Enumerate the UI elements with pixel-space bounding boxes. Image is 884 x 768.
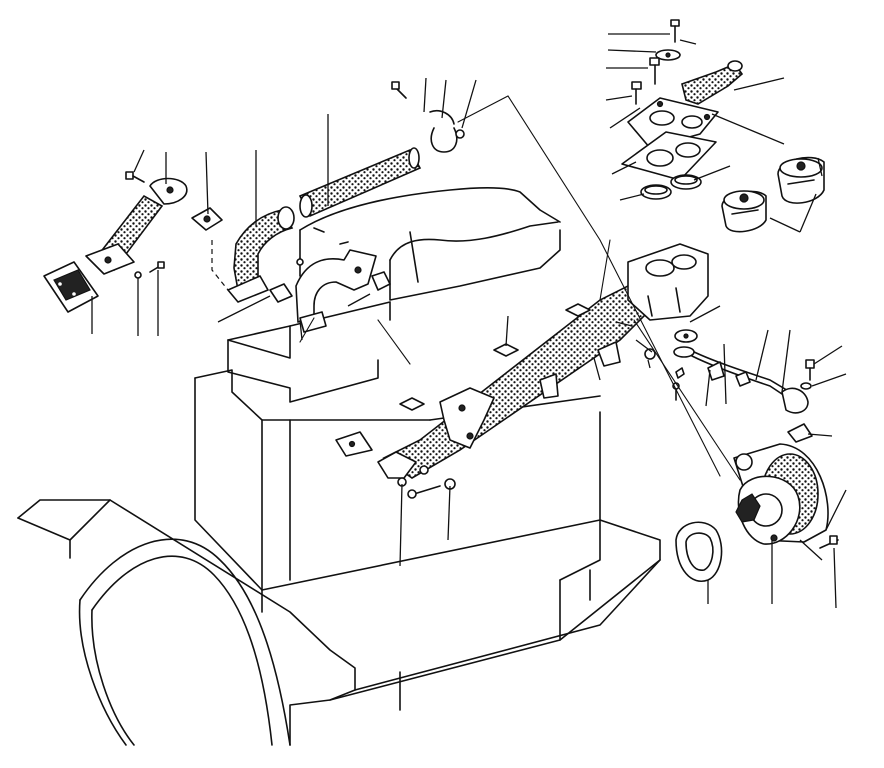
bypass-pipe: [85, 177, 188, 275]
manifold-gasket-2: [493, 343, 519, 357]
bypass-bolt-top: [125, 171, 145, 183]
water-pump: [733, 443, 829, 545]
leader-lines: [91, 33, 847, 609]
radiator-hose: [298, 147, 422, 218]
gasket-right-small: [787, 423, 813, 443]
thermostat-housing: [627, 97, 719, 149]
washer-top: [655, 49, 681, 61]
seal-ring-left: [640, 184, 672, 200]
water-outlet-fitting: [295, 249, 391, 333]
bolt-left: [631, 81, 642, 105]
outlet-elbow: [681, 60, 744, 105]
washer-ring-1: [674, 329, 698, 343]
bypass-tube-right: [689, 349, 809, 414]
seal-ring-right: [670, 174, 702, 190]
bolt-mid: [649, 57, 660, 85]
housing-gasket: [621, 131, 717, 181]
bypass-gasket: [43, 261, 99, 313]
bolt-top: [670, 19, 680, 43]
elbow-flange-gasket: [191, 207, 223, 231]
washer-ring-2: [673, 346, 695, 358]
thermostat-housing-assembly: [621, 19, 825, 233]
small-bolt-top: [391, 81, 407, 99]
pump-bolt: [819, 535, 839, 549]
thermostat-right: [777, 156, 825, 204]
manifold-gasket-3: [565, 303, 591, 317]
manifold-gasket-1: [399, 397, 425, 411]
stud-pair: [296, 227, 349, 277]
bypass-bolts-bottom: [134, 261, 165, 279]
assembly-lines: [299, 95, 741, 481]
inlet-elbow-pipe: [227, 206, 295, 303]
water-manifold: [335, 243, 709, 499]
outlet-gasket: [269, 283, 293, 303]
hose-clip: [429, 109, 465, 153]
washer-right: [800, 382, 812, 390]
bolt-right-1: [805, 359, 815, 381]
pump-gasket: [675, 521, 723, 582]
nut-small: [644, 348, 685, 379]
thermostat-left: [721, 190, 767, 233]
